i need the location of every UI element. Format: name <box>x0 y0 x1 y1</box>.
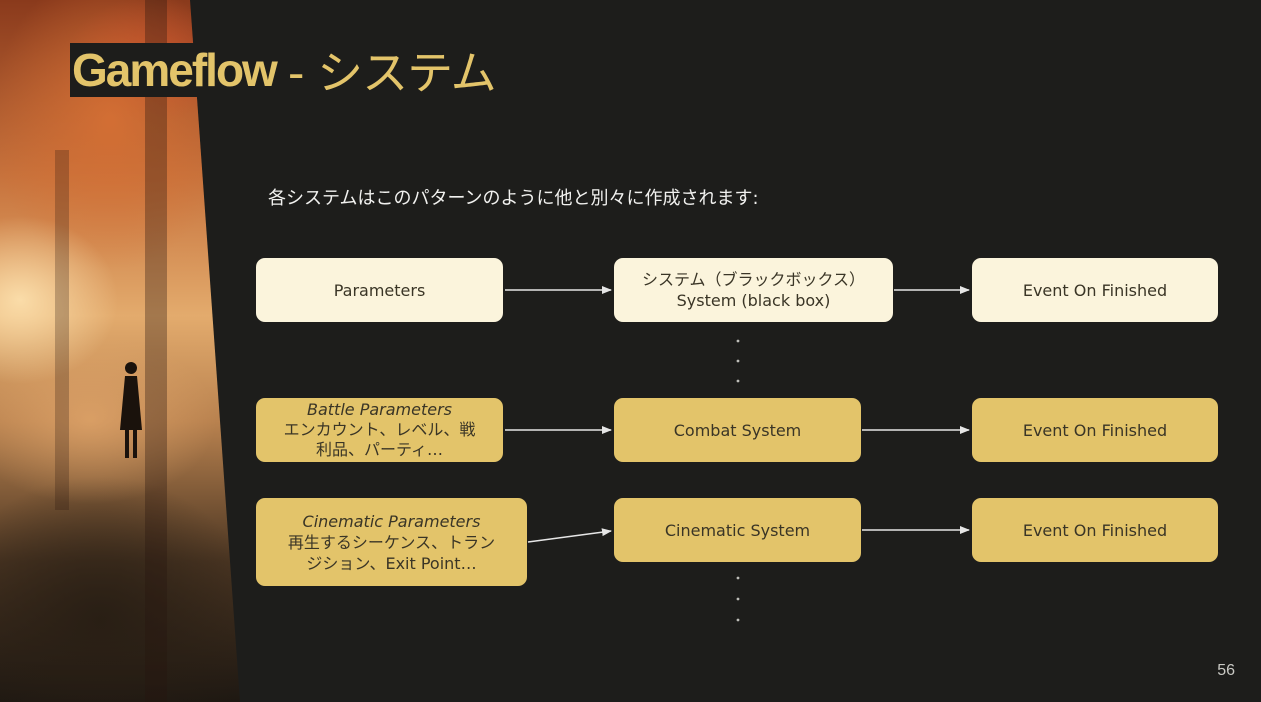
combat-system-label: Combat System <box>673 420 802 440</box>
tree-trunk <box>55 150 69 510</box>
title-japanese-text: システム <box>317 46 497 100</box>
parameters-label: Parameters <box>333 280 426 300</box>
cinematic-parameters-line: ジション、Exit Point… <box>306 553 477 573</box>
cinematic-system-label: Cinematic System <box>664 520 811 540</box>
event-label: Event On Finished <box>1022 420 1168 440</box>
title-english: Gameflow <box>70 43 278 97</box>
tree-trunk <box>145 0 167 702</box>
continuation-dots-lower <box>736 576 740 622</box>
battle-parameters-box: Battle Parameters エンカウント、レベル、戦 利品、パーティ… <box>256 398 503 462</box>
slide-subtitle: 各システムはこのパターンのように他と別々に作成されます: <box>268 188 759 209</box>
battle-parameters-line: 利品、パーティ… <box>315 440 444 459</box>
slide-title: Gameflow - システム <box>70 37 497 103</box>
page-number: 56 <box>1217 662 1235 679</box>
event-label: Event On Finished <box>1022 280 1168 300</box>
title-separator: - <box>287 46 318 100</box>
event-on-finished-box: Event On Finished <box>972 498 1218 562</box>
event-on-finished-box: Event On Finished <box>972 258 1218 322</box>
combat-system-box: Combat System <box>614 398 861 462</box>
black-box-label-en: System (black box) <box>676 291 831 310</box>
event-on-finished-box: Event On Finished <box>972 398 1218 462</box>
cinematic-system-box: Cinematic System <box>614 498 861 562</box>
parameters-box: Parameters <box>256 258 503 322</box>
event-label: Event On Finished <box>1022 520 1168 540</box>
person-silhouette <box>120 362 142 458</box>
cinematic-parameters-title: Cinematic Parameters <box>302 511 481 531</box>
cinematic-parameters-line: 再生するシーケンス、トラン <box>287 532 496 552</box>
continuation-dots-upper <box>736 339 740 383</box>
battle-parameters-title: Battle Parameters <box>307 400 452 419</box>
arrow-cinematic-to-system <box>527 528 612 543</box>
black-box-system-box: システム（ブラックボックス） System (black box) <box>614 258 893 322</box>
battle-parameters-line: エンカウント、レベル、戦 <box>283 420 476 439</box>
title-japanese: - システム <box>287 37 497 103</box>
cinematic-parameters-box: Cinematic Parameters 再生するシーケンス、トラン ジション、… <box>256 498 527 586</box>
black-box-label-ja: システム（ブラックボックス） <box>641 270 866 289</box>
